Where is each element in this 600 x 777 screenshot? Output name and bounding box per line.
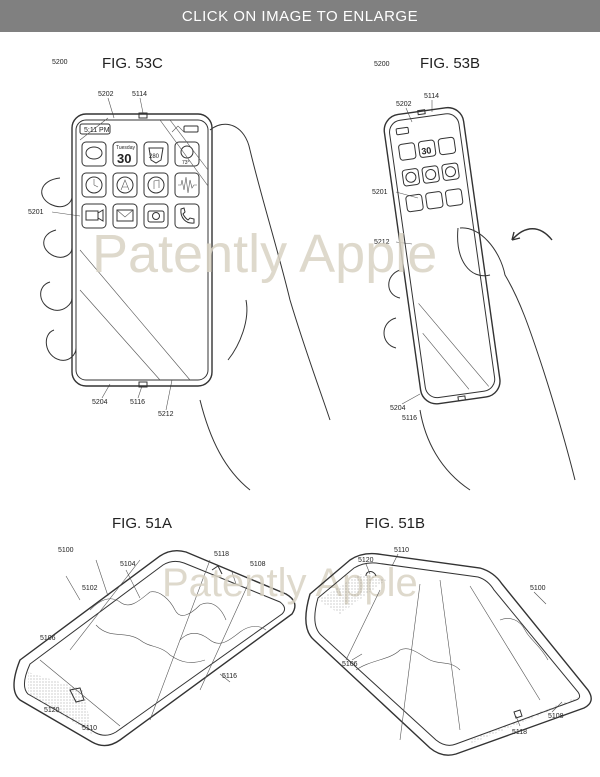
figure-53b: FIG. 53B 5200 5202 5114 5201 5212 5204 5… [372,55,576,491]
ref-5116: 5116 [130,399,145,406]
ref-5204-b: 5204 [390,405,406,412]
ref-5201-b: 5201 [372,189,388,196]
ref-5200-b: 5200 [374,61,390,68]
calendar-icon [112,141,138,167]
ref-5120-b: 5120 [358,557,374,564]
phone-53c-app-grid: Tuesday 30 280 73° [81,141,200,229]
ref-5100-a: 5100 [58,547,74,554]
figure-51b-title: FIG. 51B [365,515,425,532]
ref-5116-a: 5116 [222,673,237,680]
ref-5100-b: 5100 [530,585,546,592]
enlarge-banner[interactable]: CLICK ON IMAGE TO ENLARGE [0,0,600,32]
ref-5106-b: 5106 [342,661,358,668]
app-store-icon [112,172,138,198]
ref-5118-b: 5118 [512,729,527,736]
ref-5114: 5114 [132,91,147,98]
figure-51a: FIG. 51A 5100 5104 5118 5108 5102 5106 5… [13,515,296,747]
phone-icon [174,203,200,229]
calendar-day: 30 [117,151,131,166]
ref-5118-a: 5118 [214,551,229,558]
ref-5102-a: 5102 [82,585,98,592]
figure-53c: FIG. 53C 5200 5202 5114 5201 5204 5116 5… [28,55,331,491]
maps-icon [143,141,169,167]
ref-5201: 5201 [28,209,44,216]
device-51b-body [305,552,592,756]
figure-53c-title: FIG. 53C [102,55,163,72]
phone-53c-body [71,113,213,387]
ref-5114-b: 5114 [424,93,439,100]
ref-5120-a: 5120 [44,707,60,714]
figure-51b: FIG. 51B 5110 5120 5100 5106 5118 5108 [305,515,592,756]
voice-memo-icon [174,172,200,198]
ref-5212-b: 5212 [374,239,390,246]
messages-icon [81,141,107,167]
camera-icon [143,203,169,229]
video-camera-icon [81,203,107,229]
ref-5104-a: 5104 [120,561,136,568]
calendar-weekday: Tuesday [116,145,135,151]
ref-5204: 5204 [92,399,108,406]
ref-5108-b: 5108 [548,713,564,720]
ref-5202: 5202 [98,91,114,98]
ref-5108-a: 5108 [250,561,266,568]
rotate-arrow-icon [511,228,553,241]
patent-illustration[interactable]: FIG. 53C 5200 5202 5114 5201 5204 5116 5… [0,32,600,777]
highway-shield-number: 280 [149,154,160,160]
ref-5110-b: 5110 [394,547,409,554]
calendar-day-b: 30 [421,145,432,156]
enlarge-banner-label: CLICK ON IMAGE TO ENLARGE [181,7,419,25]
watermark-top: Patently Apple [92,224,437,284]
clock-icon [81,172,107,198]
mail-icon [112,203,138,229]
phone-53b-app-grid: 30 [398,136,464,213]
ref-5200: 5200 [52,59,68,66]
ref-5212: 5212 [158,411,174,418]
patent-drawing-canvas: FIG. 53C 5200 5202 5114 5201 5204 5116 5… [13,55,592,756]
weather-temperature: 73° [182,160,190,166]
figure-51a-title: FIG. 51A [112,515,172,532]
phone-53c-status-time: 5:11 PM [84,127,110,134]
figure-53b-title: FIG. 53B [420,55,480,72]
ref-5116-b: 5116 [402,415,417,422]
music-icon [143,172,169,198]
ref-5202-b: 5202 [396,101,412,108]
device-51a-body [13,549,296,747]
